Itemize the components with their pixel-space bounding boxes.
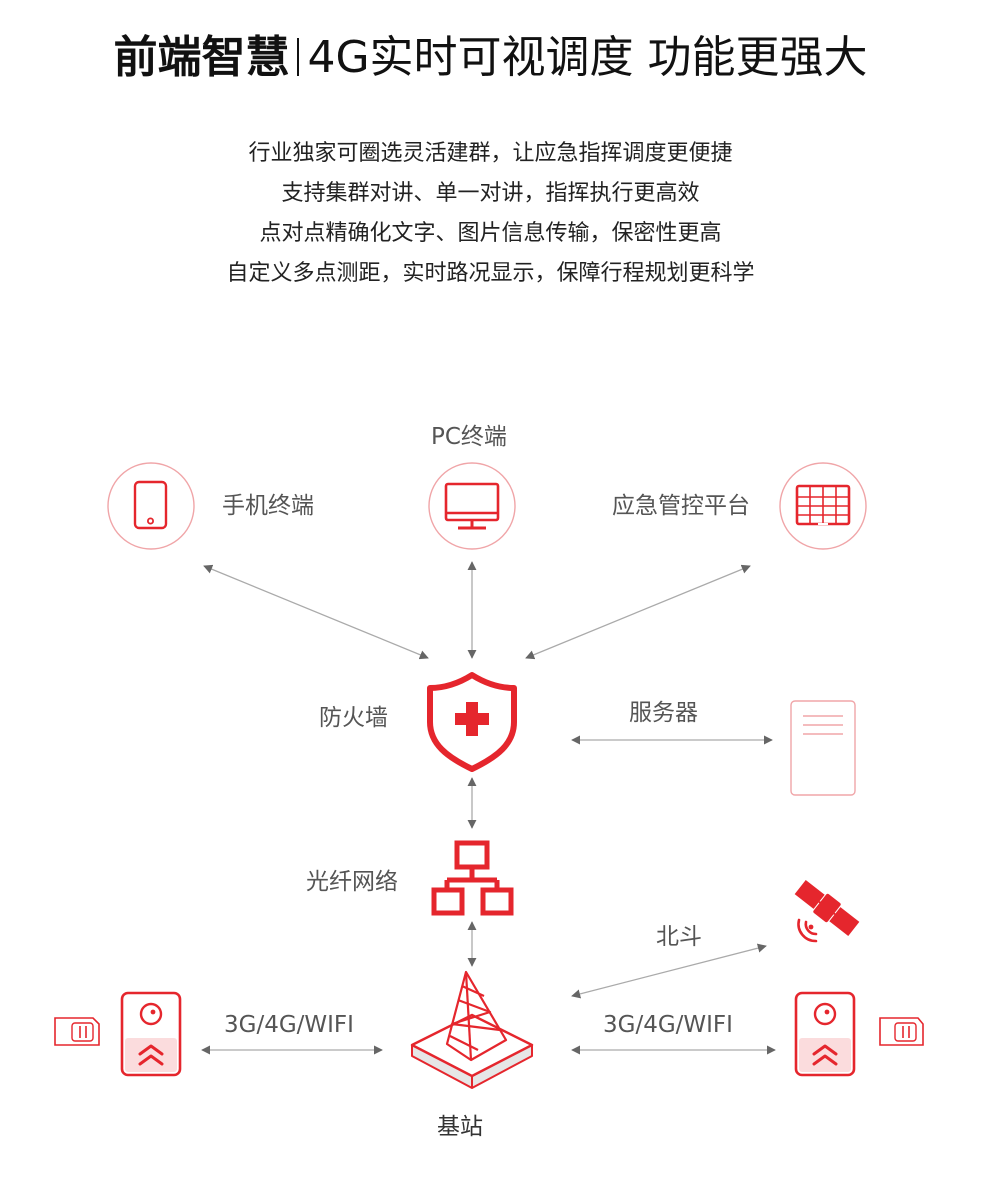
server-document-icon <box>790 700 856 796</box>
label-fiber-network: 光纤网络 <box>306 869 398 895</box>
firewall-shield-icon <box>427 672 517 772</box>
description: 行业独家可圈选灵活建群，让应急指挥调度更便捷 支持集群对讲、单一对讲，指挥执行更… <box>0 134 981 294</box>
description-line: 点对点精确化文字、图片信息传输，保密性更高 <box>259 221 722 246</box>
headline-bold: 前端智慧 <box>113 32 290 83</box>
network-topology-icon <box>431 840 514 916</box>
arrow-mobile-firewall <box>203 564 429 660</box>
arrow-platform-firewall <box>525 564 751 660</box>
label-pc-terminal: PC终端 <box>431 424 507 450</box>
right-sim-card-icon <box>879 1017 924 1046</box>
label-left-wireless: 3G/4G/WIFI <box>224 1012 354 1038</box>
left-sim-card-icon <box>54 1017 100 1046</box>
label-right-wireless: 3G/4G/WIFI <box>603 1012 733 1038</box>
right-terminal-device-icon <box>794 991 856 1077</box>
description-line: 行业独家可圈选灵活建群，让应急指挥调度更便捷 <box>248 141 733 166</box>
label-server: 服务器 <box>629 700 698 726</box>
satellite-icon <box>794 879 860 937</box>
mobile-terminal-icon <box>107 462 195 550</box>
headline-light: 4G实时可视调度 功能更强大 <box>307 32 868 83</box>
description-line: 自定义多点测距，实时路况显示，保障行程规划更科学 <box>226 261 755 286</box>
label-mobile-terminal: 手机终端 <box>222 493 314 519</box>
description-line: 支持集群对讲、单一对讲，指挥执行更高效 <box>281 181 700 206</box>
signal-waves-icon <box>797 918 818 943</box>
label-base-station: 基站 <box>437 1114 483 1140</box>
label-firewall: 防火墙 <box>319 705 388 731</box>
label-beidou: 北斗 <box>656 924 702 950</box>
base-station-tower-icon <box>410 970 534 1089</box>
arrow-basestation-beidou <box>571 943 767 999</box>
headline-separator <box>297 38 300 76</box>
pc-monitor-icon <box>428 462 516 550</box>
page-headline: 前端智慧 4G实时可视调度 功能更强大 <box>0 22 981 94</box>
left-terminal-device-icon <box>120 991 182 1077</box>
label-emergency-platform: 应急管控平台 <box>612 493 750 519</box>
control-screen-icon <box>779 462 867 550</box>
